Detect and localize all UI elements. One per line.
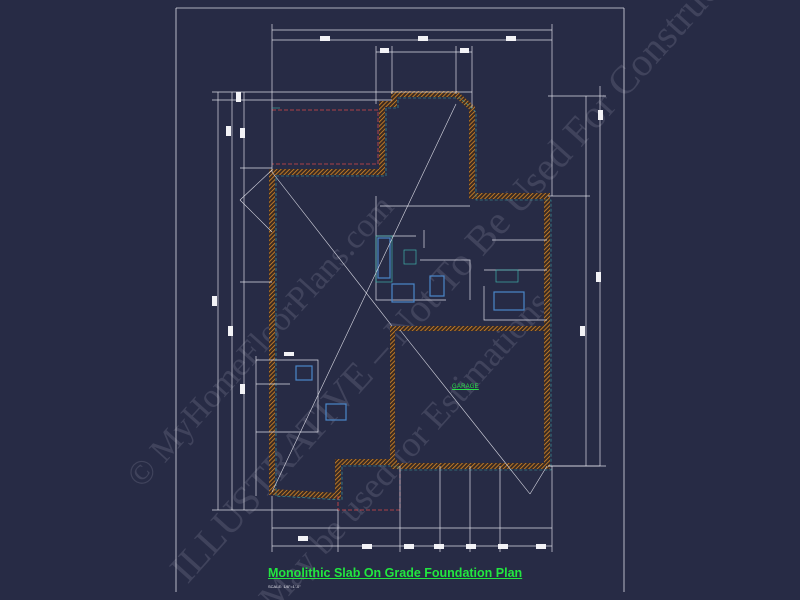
bottom-dimension-lines <box>271 466 553 552</box>
plan-title: Monolithic Slab On Grade Foundation Plan <box>268 566 523 580</box>
diagonal-reference-lines <box>239 103 548 495</box>
garage-room-label: GARAGE <box>452 384 479 390</box>
slab-perimeter <box>269 91 552 511</box>
sheet-border <box>175 7 625 592</box>
left-dimension-lines <box>212 91 472 511</box>
teal-detail-lines <box>375 235 519 283</box>
top-dimension-lines <box>271 24 553 196</box>
interior-fixtures <box>295 237 525 421</box>
dimension-tags <box>212 36 603 549</box>
plan-scale-note: SCALE: 1/8"=1'-0" <box>268 584 301 589</box>
interior-partitions <box>256 196 547 433</box>
